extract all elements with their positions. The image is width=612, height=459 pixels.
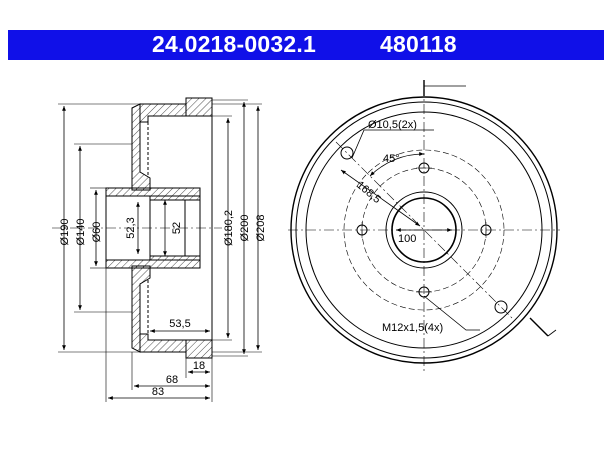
left-diameter-dims — [58, 103, 167, 353]
label-d190: Ø190 — [59, 219, 71, 246]
pin-hole-lower-right — [494, 300, 508, 314]
label-68: 68 — [166, 374, 178, 386]
label-18: 18 — [193, 360, 205, 372]
label-hub-52: 52 — [171, 222, 183, 234]
label-hole-diameter: Ø10,5(2x) — [368, 119, 417, 131]
label-center-100: 100 — [398, 233, 416, 245]
label-d200: Ø200 — [239, 215, 251, 242]
label-angle: 45° — [383, 153, 400, 165]
right-diameter-dims — [212, 99, 262, 357]
label-d140: Ø140 — [75, 219, 87, 246]
label-d60: Ø60 — [91, 222, 103, 243]
label-bolt: M12x1,5(4x) — [382, 322, 443, 334]
pin-hole-upper-left — [340, 146, 354, 160]
front-view-dims — [340, 80, 557, 337]
title-bar: 24.0218-0032.1 480118 — [8, 30, 604, 60]
label-d208: Ø208 — [255, 215, 267, 242]
drum-wall-top — [139, 97, 213, 123]
hub-bottom — [105, 255, 201, 269]
label-83: 83 — [152, 386, 164, 398]
reference-number: 480118 — [380, 31, 457, 57]
label-hub-52-3: 52,3 — [125, 217, 137, 238]
side-view-labels: Ø190 Ø140 Ø60 52,3 52 Ø180,2 Ø200 Ø208 5… — [59, 210, 267, 398]
label-pcd: 168,5 — [354, 179, 383, 206]
label-53-5: 53,5 — [169, 318, 190, 330]
drum-wall-bottom — [139, 333, 213, 359]
front-view-labels: Ø10,5(2x) 45° 168,5 100 M12x1,5(4x) — [354, 119, 443, 334]
width-dims — [105, 268, 213, 402]
label-d180-2: Ø180,2 — [223, 210, 235, 246]
hub-top — [105, 187, 201, 201]
part-number: 24.0218-0032.1 — [152, 31, 316, 57]
